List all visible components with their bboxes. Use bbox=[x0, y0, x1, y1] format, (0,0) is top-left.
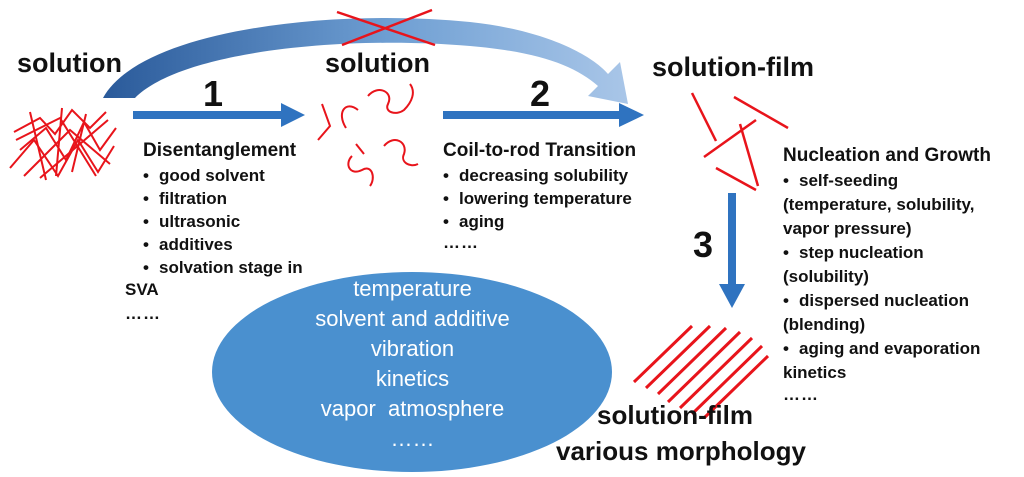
stacked-rods bbox=[632, 324, 770, 420]
coil-to-rod-section: Coil-to-rod Transition •decreasing solub… bbox=[443, 140, 636, 253]
solution-film-bottom-label: solution-film bbox=[597, 400, 753, 430]
step-1-arrow bbox=[133, 103, 305, 127]
list-item: (temperature, solubility, bbox=[783, 195, 975, 214]
entangled-coil bbox=[9, 107, 117, 181]
list-item: •step nucleation bbox=[783, 243, 924, 262]
disentanglement-ellipsis: …… bbox=[125, 304, 161, 323]
list-item: •dispersed nucleation bbox=[783, 291, 970, 310]
disentanglement-section: Disentanglement •good solvent •filtratio… bbox=[143, 140, 303, 279]
list-item: •lowering temperature bbox=[443, 189, 632, 208]
list-item: •aging and evaporation bbox=[783, 339, 981, 358]
list-item: kinetics bbox=[783, 363, 847, 382]
factor-item: temperature bbox=[353, 276, 472, 301]
factor-item: kinetics bbox=[375, 366, 450, 391]
coil-to-rod-ellipsis: …… bbox=[443, 233, 479, 252]
list-item: (blending) bbox=[783, 315, 866, 334]
list-item: vapor pressure) bbox=[783, 219, 912, 238]
list-item: •filtration bbox=[143, 189, 227, 208]
nucleation-section: Nucleation and Growth •self-seeding (tem… bbox=[783, 145, 991, 405]
nucleation-title: Nucleation and Growth bbox=[783, 145, 991, 166]
list-item: •solvation stage in bbox=[143, 258, 303, 277]
disentanglement-continuation: SVA bbox=[125, 280, 159, 299]
various-morphology-label: various morphology bbox=[556, 436, 806, 466]
step-2-arrow bbox=[443, 103, 644, 127]
cross-mark bbox=[336, 8, 436, 47]
step-3-number: 3 bbox=[693, 224, 714, 265]
factor-item: vibration bbox=[370, 336, 455, 361]
list-item: •self-seeding bbox=[783, 171, 899, 190]
solution-film-label: solution-film bbox=[652, 52, 814, 82]
list-item: •ultrasonic bbox=[143, 212, 241, 231]
factors-list: temperature solvent and additive vibrati… bbox=[215, 274, 610, 454]
factor-item: vapor atmosphere bbox=[320, 396, 505, 421]
list-item: •decreasing solubility bbox=[443, 166, 629, 185]
nucleation-ellipsis: …… bbox=[783, 385, 819, 404]
nucleation-list: •self-seeding (temperature, solubility, … bbox=[783, 169, 991, 385]
factor-item: solvent and additive bbox=[315, 306, 510, 331]
step-3-arrow bbox=[719, 193, 745, 308]
disentangled-coils bbox=[317, 83, 419, 187]
step-1-number: 1 bbox=[203, 73, 224, 114]
list-item: (solubility) bbox=[783, 267, 869, 286]
solution-left-label: solution bbox=[17, 48, 122, 78]
rod-chains bbox=[690, 92, 789, 192]
coil-to-rod-list: •decreasing solubility •lowering tempera… bbox=[443, 164, 636, 233]
disentanglement-title: Disentanglement bbox=[143, 140, 297, 161]
step-2-number: 2 bbox=[530, 73, 551, 114]
bypass-curved-arrow bbox=[103, 17, 628, 104]
factor-item: …… bbox=[390, 426, 435, 451]
list-item: •additives bbox=[143, 235, 233, 254]
list-item: •good solvent bbox=[143, 166, 265, 185]
solution-middle-label: solution bbox=[325, 48, 430, 78]
list-item: •aging bbox=[443, 212, 505, 231]
factors-ellipse bbox=[212, 272, 612, 472]
coil-to-rod-title: Coil-to-rod Transition bbox=[443, 140, 637, 161]
disentanglement-list: •good solvent •filtration •ultrasonic •a… bbox=[143, 164, 303, 279]
